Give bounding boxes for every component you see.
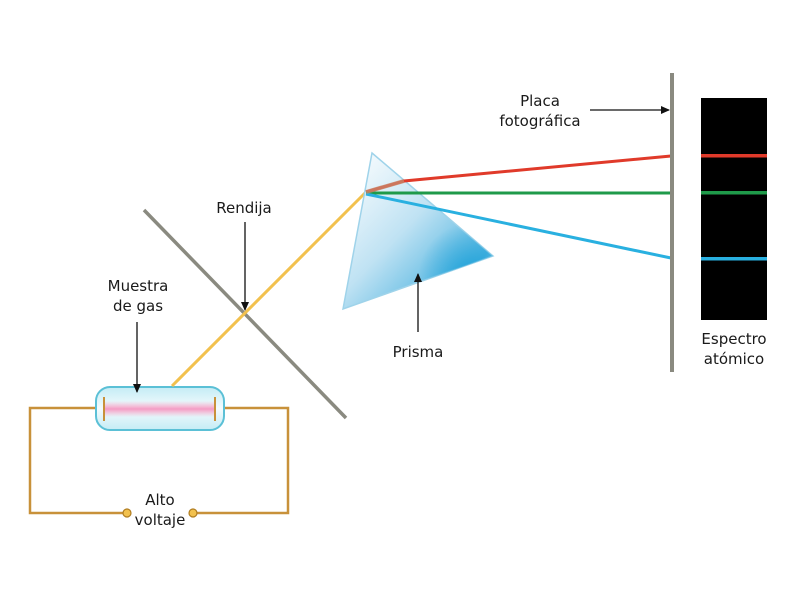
label-placa-line1: Placa [520,92,560,110]
label-rendija: Rendija [216,199,272,217]
gas-tube [95,386,225,431]
spectrum-line-green [701,191,767,195]
terminal-right [188,508,198,518]
label-prisma: Prisma [393,343,444,361]
circuit-wire-left [28,406,127,515]
label-alto-line1: Alto [145,491,175,509]
gas-glow [104,401,216,417]
pointer-arrows [133,106,670,393]
dispersed-rays [365,154,672,260]
label-alto-line2: voltaje [135,511,186,529]
label-espectro-line1: Espectro [701,330,766,348]
atomic-spectrum [701,98,767,320]
label-muestra-line2: de gas [113,297,163,315]
label-espectro-line2: atómico [704,350,764,368]
circuit [28,406,290,518]
spectrum-line-red [701,154,767,158]
blue-ray [365,192,672,260]
label-muestra-line1: Muestra [108,277,169,295]
incident-light-beam [170,190,368,388]
beam-inside-prism [365,179,405,194]
terminal-left [122,508,132,518]
circuit-wire-right [193,406,290,515]
label-placa-line2: fotográfica [499,112,580,130]
spectrum-background [701,98,767,320]
spectrum-line-blue [701,257,767,261]
